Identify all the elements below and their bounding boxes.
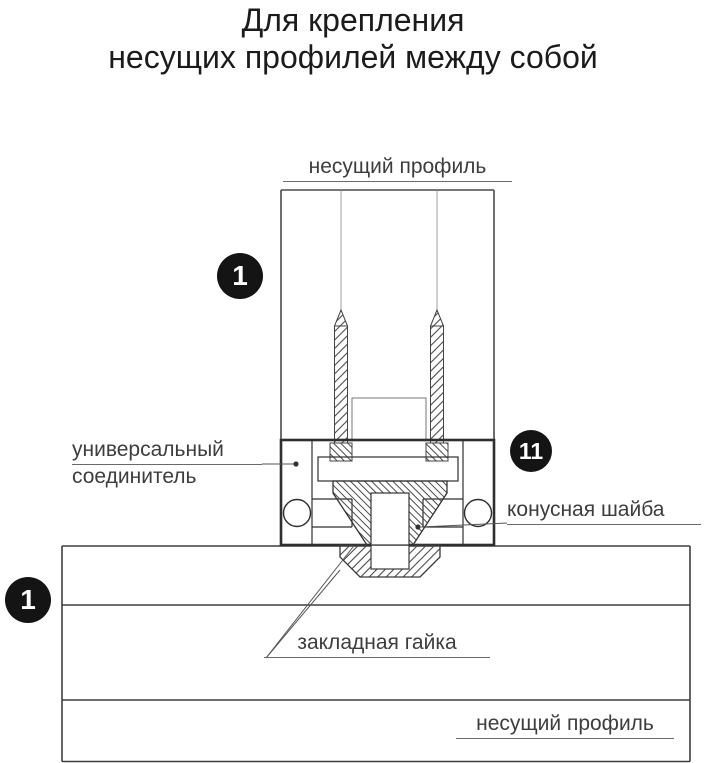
detail-badge-1-bottom: 1 (5, 577, 51, 623)
detail-badge-1-top: 1 (217, 253, 263, 299)
cone-washer (332, 480, 448, 546)
page-title-line1: Для крепления (241, 2, 465, 38)
screw-left (329, 308, 353, 462)
leader-lines (262, 461, 508, 659)
label-embedded-nut: закладная гайка (264, 631, 490, 658)
label-universal-connector-line1: универсальный (72, 438, 262, 465)
detail-badge-11: 11 (510, 430, 552, 472)
label-universal-connector: универсальный соединитель (72, 438, 262, 489)
embedded-nut (339, 544, 441, 578)
top-profile (280, 189, 495, 441)
page-title: Для крепления несущих профилей между соб… (0, 2, 706, 76)
label-cone-washer: конусная шайба (507, 498, 701, 525)
label-bottom-profile: несущий профиль (456, 712, 674, 739)
screw-right (425, 308, 449, 462)
label-top-profile: несущий профиль (283, 155, 512, 182)
label-universal-connector-line2: соединитель (72, 465, 197, 488)
page-title-line2: несущих профилей между собой (108, 39, 598, 75)
